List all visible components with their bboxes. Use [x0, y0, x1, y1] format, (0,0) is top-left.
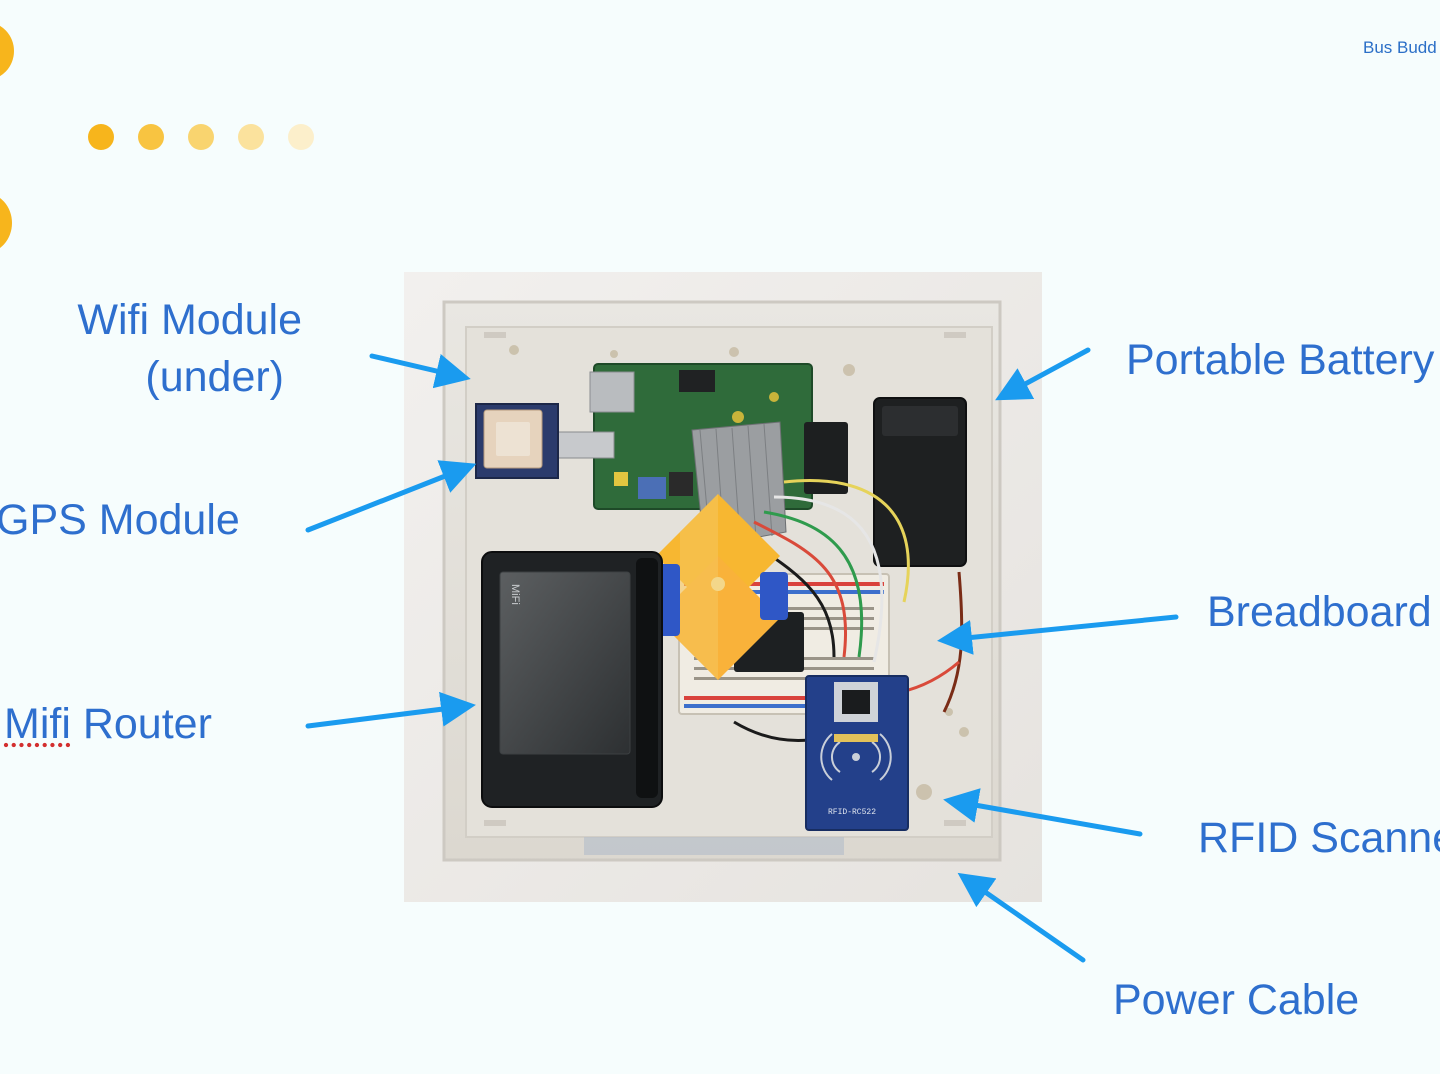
label-power-cable: Power Cable: [1113, 976, 1360, 1024]
device-photo: MiFi RFID-RC522: [404, 272, 1042, 902]
label-wifi-module: Wifi Module (under): [60, 292, 302, 406]
progress-dot-2: [138, 124, 164, 150]
presentation-title: Bus Budd: [1363, 38, 1437, 57]
arrow-mifi-router: [305, 691, 476, 729]
label-mifi-router-word2: Router: [70, 700, 212, 748]
label-rfid-scanner: RFID Scanne: [1198, 814, 1440, 862]
arrow-wifi-module: [369, 353, 471, 389]
arrow-portable-battery: [995, 347, 1091, 401]
label-wifi-module-line2: (under): [145, 353, 284, 401]
progress-dot-1: [88, 124, 114, 150]
mifi-brand-text: MiFi: [509, 584, 521, 605]
progress-dots: [88, 124, 314, 150]
arrow-rfid-scanner: [943, 788, 1143, 837]
arrow-breadboard: [937, 614, 1179, 655]
progress-dot-4: [238, 124, 264, 150]
label-breadboard: Breadboard: [1207, 588, 1432, 636]
label-portable-battery: Portable Battery: [1126, 336, 1435, 384]
rfid-chip-label: RFID-RC522: [828, 808, 876, 817]
label-mifi-router: Mifi Router: [4, 696, 212, 753]
label-mifi-router-word1: Mifi: [4, 700, 71, 748]
device-photo-illustration: MiFi RFID-RC522: [404, 272, 1042, 902]
label-wifi-module-line1: Wifi Module: [77, 296, 302, 344]
progress-dot-3: [188, 124, 214, 150]
label-gps-module: GPS Module: [0, 496, 240, 544]
arrow-power-cable: [957, 872, 1086, 963]
google-logo-sticker: [652, 494, 788, 680]
arrow-gps-module: [305, 460, 477, 533]
progress-dot-5: [288, 124, 314, 150]
